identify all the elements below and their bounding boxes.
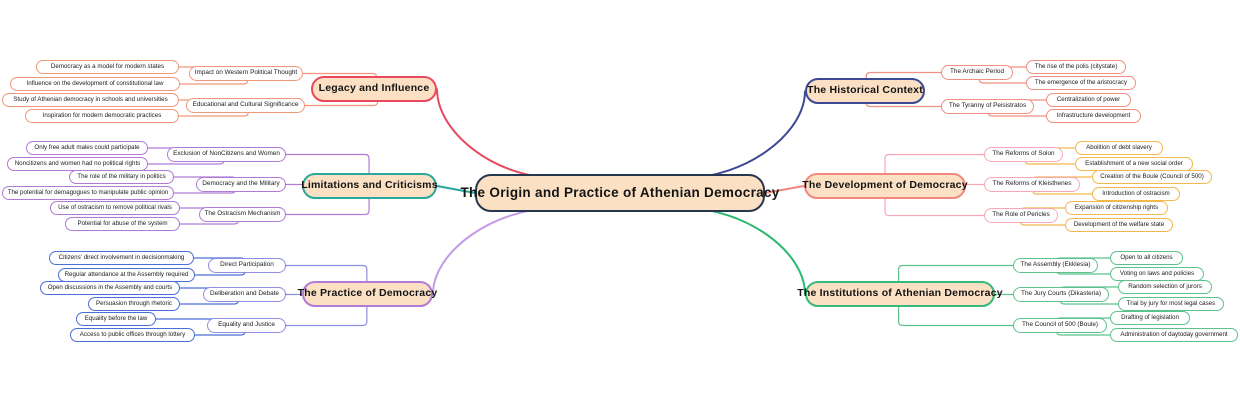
subnode-educational-and-cultural-significance[interactable]: Educational and Cultural Significance [186,98,305,113]
subnode-direct-participation[interactable]: Direct Participation [208,258,286,273]
leaf-administration-of-daytoday-government[interactable]: Administration of daytoday government [1110,328,1238,342]
leaf-democracy-as-a-model-for-modern-states[interactable]: Democracy as a model for modern states [36,60,179,74]
branch-connector [436,88,558,179]
subnode-the-role-of-pericles[interactable]: The Role of Pericles [984,208,1058,223]
branch-connector [432,207,558,295]
leaf-development-of-the-welfare-state[interactable]: Development of the welfare state [1065,218,1173,232]
leaf-open-discussions-in-the-assembly-and-courts[interactable]: Open discussions in the Assembly and cou… [40,281,180,295]
branch-node-limitations-and-criticisms[interactable]: Limitations and Criticisms [301,173,438,199]
leaf-inspiration-for-modern-democratic-practices[interactable]: Inspiration for modern democratic practi… [25,109,179,123]
subnode-the-council-of-500-boule[interactable]: The Council of 500 (Boule) [1013,318,1107,333]
leaf-the-emergence-of-the-aristocracy[interactable]: The emergence of the aristocracy [1026,76,1136,90]
root-node[interactable]: The Origin and Practice of Athenian Demo… [460,174,779,212]
subnode-the-archaic-period[interactable]: The Archaic Period [941,65,1013,80]
subnode-the-reforms-of-kleisthenes[interactable]: The Reforms of Kleisthenes [984,177,1080,192]
branch-node-the-institutions-of-athenian-democracy[interactable]: The Institutions of Athenian Democracy [797,281,1003,307]
branch-connector [682,207,806,295]
subnode-the-reforms-of-solon[interactable]: The Reforms of Solon [984,147,1063,162]
leaf-citizens-direct-involvement-in-decisionmaking[interactable]: Citizens' direct involvement in decision… [49,251,194,265]
leaf-noncitizens-and-women-had-no-political-rights[interactable]: Noncitizens and women had no political r… [7,157,148,171]
leaf-trial-by-jury-for-most-legal-cases[interactable]: Trial by jury for most legal cases [1118,297,1224,311]
branch-connector [682,90,806,179]
leaf-open-to-all-citizens[interactable]: Open to all citizens [1110,251,1183,265]
leaf-the-role-of-the-military-in-politics[interactable]: The role of the military in politics [69,170,174,184]
leaf-creation-of-the-boule-council-of-500[interactable]: Creation of the Boule (Council of 500) [1092,170,1212,184]
leaf-only-free-adult-males-could-participate[interactable]: Only free adult males could participate [26,141,148,155]
leaf-establishment-of-a-new-social-order[interactable]: Establishment of a new social order [1075,157,1193,171]
leaf-voting-on-laws-and-policies[interactable]: Voting on laws and policies [1110,267,1204,281]
leaf-abolition-of-debt-slavery[interactable]: Abolition of debt slavery [1075,141,1163,155]
leaf-equality-before-the-law[interactable]: Equality before the law [76,312,156,326]
leaf-use-of-ostracism-to-remove-political-rivals[interactable]: Use of ostracism to remove political riv… [50,201,180,215]
subnode-the-tyranny-of-peisistratos[interactable]: The Tyranny of Peisistratos [941,99,1034,114]
leaf-regular-attendance-at-the-assembly-required[interactable]: Regular attendance at the Assembly requi… [58,268,195,282]
leaf-infrastructure-development[interactable]: Infrastructure development [1046,109,1141,123]
leaf-centralization-of-power[interactable]: Centralization of power [1046,93,1131,107]
subnode-equality-and-justice[interactable]: Equality and Justice [207,318,286,333]
subnode-the-jury-courts-dikasteria[interactable]: The Jury Courts (Dikasteria) [1013,287,1109,302]
leaf-expansion-of-citizenship-rights[interactable]: Expansion of citizenship rights [1065,201,1168,215]
leaf-random-selection-of-jurors[interactable]: Random selection of jurors [1118,280,1212,294]
leaf-drafting-of-legislation[interactable]: Drafting of legislation [1110,311,1190,325]
leaf-potential-for-abuse-of-the-system[interactable]: Potential for abuse of the system [65,217,180,231]
subnode-the-assembly-ekklesia[interactable]: The Assembly (Ekklesia) [1013,258,1098,273]
leaf-access-to-public-offices-through-lottery[interactable]: Access to public offices through lottery [70,328,195,342]
branch-node-the-development-of-democracy[interactable]: The Development of Democracy [802,173,968,199]
subnode-democracy-and-the-military[interactable]: Democracy and the Military [196,177,286,192]
branch-node-the-practice-of-democracy[interactable]: The Practice of Democracy [298,281,437,307]
subnode-the-ostracism-mechanism[interactable]: The Ostracism Mechanism [199,207,286,222]
branch-node-legacy-and-influence[interactable]: Legacy and Influence [311,76,437,102]
leaf-the-rise-of-the-polis-citystate[interactable]: The rise of the polis (citystate) [1026,60,1126,74]
branch-node-the-historical-context[interactable]: The Historical Context [805,78,925,104]
subnode-exclusion-of-noncitizens-and-women[interactable]: Exclusion of NonCitizens and Women [167,147,286,162]
subnode-impact-on-western-political-thought[interactable]: Impact on Western Political Thought [189,66,303,81]
leaf-the-potential-for-demagogues-to-manipulate-public-opinion[interactable]: The potential for demagogues to manipula… [2,186,174,200]
subnode-deliberation-and-debate[interactable]: Deliberation and Debate [203,287,286,302]
leaf-study-of-athenian-democracy-in-schools-and-universities[interactable]: Study of Athenian democracy in schools a… [2,93,179,107]
leaf-introduction-of-ostracism[interactable]: Introduction of ostracism [1092,187,1180,201]
leaf-influence-on-the-development-of-constitutional-law[interactable]: Influence on the development of constitu… [10,77,180,91]
leaf-persuasion-through-rhetoric[interactable]: Persuasion through rhetoric [88,297,180,311]
